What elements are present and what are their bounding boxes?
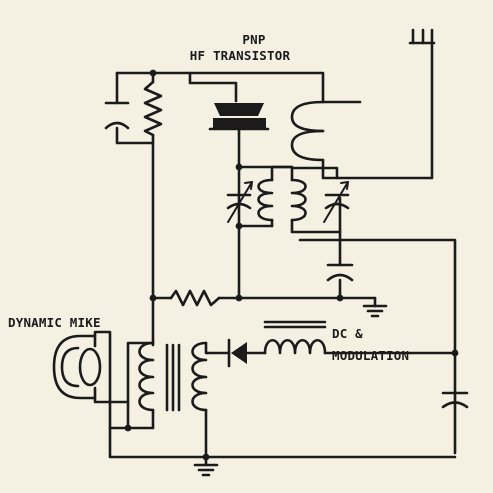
microphone-label: DYNAMIC MIKE <box>8 315 101 330</box>
junction-dots <box>124 69 459 461</box>
rf-choke <box>263 320 327 355</box>
antenna-coupling-coil <box>290 41 434 180</box>
transistor-label-line1: PNP <box>242 32 265 47</box>
bypass-capacitor <box>104 101 130 130</box>
pnp-transistor <box>208 103 270 131</box>
microphone-wiring <box>93 330 457 459</box>
transistor-label-line2: HF TRANSISTOR <box>190 48 291 63</box>
ground-symbol-upper <box>362 296 388 318</box>
tank-wiring <box>237 127 342 300</box>
tuning-capacitor-left <box>226 181 253 223</box>
bias-resistor <box>143 80 163 137</box>
emitter-resistor <box>169 289 221 307</box>
dynamic-microphone <box>52 334 102 400</box>
modulation-transformer <box>138 341 208 412</box>
tank-coil-primary <box>257 178 274 222</box>
top-bias-wiring <box>115 71 325 347</box>
tuning-capacitor-right <box>290 166 350 223</box>
decoupling-capacitor <box>326 263 354 282</box>
antenna <box>408 28 436 45</box>
diode <box>227 338 247 368</box>
input-label-line1: DC & <box>332 326 363 341</box>
input-label-line2: MODULATION <box>332 348 409 363</box>
mid-rail <box>151 238 457 455</box>
output-capacitor <box>441 391 469 409</box>
tank-coil-secondary <box>290 178 307 222</box>
